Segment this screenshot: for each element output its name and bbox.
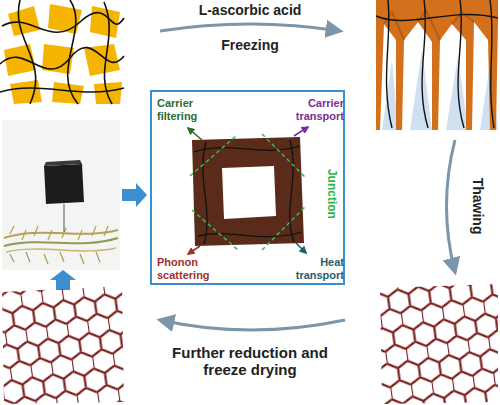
process-arrow	[447, 140, 456, 272]
honeycomb	[0, 280, 130, 405]
blue-arrow	[50, 270, 76, 290]
aerogel-photo	[2, 120, 120, 270]
callout-label: Carrier transport	[288, 97, 344, 122]
ice-template	[376, 0, 498, 130]
process-label: Thawing	[470, 168, 486, 244]
process-arrow	[160, 24, 340, 31]
schematic-box: Carrier filtering Carrier transportJuncti…	[150, 90, 345, 285]
process-arrow	[160, 320, 345, 330]
junction-framework	[188, 127, 308, 254]
callout-label: Heat transport	[288, 256, 344, 281]
process-label: Freezing	[195, 37, 305, 53]
graphene-flakes	[0, 0, 124, 104]
process-label: Further reduction and freeze drying	[160, 344, 340, 379]
callout-label: Junction	[324, 164, 338, 224]
blue-arrow	[122, 183, 147, 207]
callout-label: Phonon scattering	[157, 256, 223, 281]
process-label: L-ascorbic acid	[165, 2, 335, 18]
callout-label: Carrier filtering	[157, 97, 223, 122]
honeycomb	[376, 280, 500, 405]
